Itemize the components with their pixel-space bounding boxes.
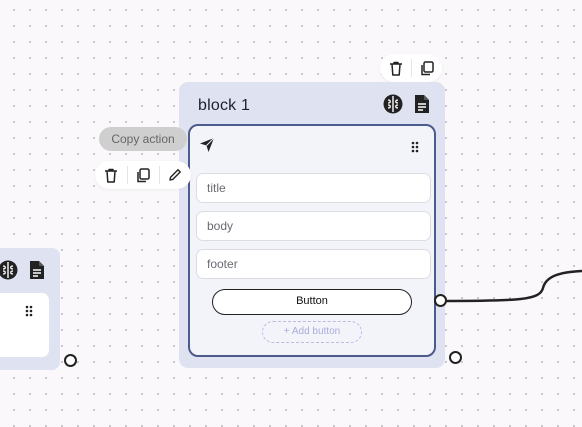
message-button[interactable]: Button: [212, 289, 412, 315]
document-icon[interactable]: [412, 93, 434, 115]
drag-handle-icon[interactable]: [25, 304, 33, 322]
delete-action-button[interactable]: [95, 161, 127, 189]
block-node-left[interactable]: [0, 248, 60, 370]
block-left-output-handle[interactable]: [64, 354, 77, 367]
trash-icon: [390, 61, 402, 76]
drag-handle-icon[interactable]: [411, 140, 419, 158]
body-input[interactable]: [196, 211, 431, 241]
footer-input[interactable]: [196, 249, 431, 279]
brain-icon[interactable]: [382, 93, 404, 115]
document-icon[interactable]: [27, 259, 49, 281]
copy-icon: [421, 60, 434, 75]
button-output-handle[interactable]: [434, 294, 447, 307]
delete-block-button[interactable]: [380, 54, 412, 82]
action-toolbar: [95, 161, 191, 189]
duplicate-block-button[interactable]: [411, 54, 443, 82]
trash-icon: [105, 168, 117, 183]
block-output-handle[interactable]: [449, 351, 462, 364]
send-icon: [199, 137, 215, 158]
copy-action-tooltip: Copy action: [99, 127, 187, 151]
copy-action-button[interactable]: [127, 161, 159, 189]
edit-action-button[interactable]: [159, 161, 191, 189]
action-card[interactable]: Button + Add button: [188, 124, 436, 357]
pencil-icon: [169, 169, 181, 181]
title-input[interactable]: [196, 173, 431, 203]
block-node[interactable]: block 1: [179, 82, 445, 368]
block-toolbar: [380, 54, 442, 82]
copy-icon: [137, 167, 150, 182]
action-card-left[interactable]: [0, 293, 49, 357]
brain-icon[interactable]: [0, 259, 19, 281]
add-button-button[interactable]: + Add button: [262, 321, 362, 343]
block-title[interactable]: block 1: [198, 97, 251, 114]
